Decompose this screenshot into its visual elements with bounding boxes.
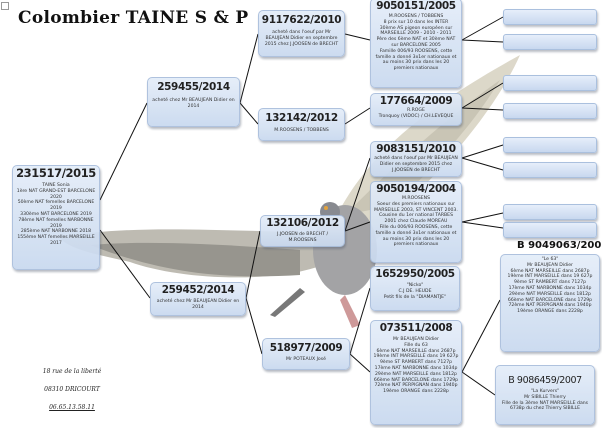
- info-line: 66ème NAT BARCELONE dans 1729p: [373, 377, 459, 383]
- info-line: 19ème ORANGE dans 2228p: [383, 389, 449, 395]
- info-line: acheté dans l'oeuf par Mr BEAUJEAN Didie…: [374, 156, 458, 173]
- info-line: TAINE Sonia: [42, 183, 70, 188]
- empty-ancestor-box[interactable]: [503, 204, 597, 220]
- ring-number: 259452/2014: [161, 284, 235, 296]
- info-line: 285ème NAT NARBONNE 2018: [20, 229, 92, 235]
- pigeon-card[interactable]: 1652950/2005 "Nicko" C.J DE. HEUDE Petit…: [370, 266, 460, 311]
- info-line: 30ème AS pigeon européen sur MARSEILLE 2…: [379, 25, 453, 37]
- info-line: Fille du 006/93 ROOSENS, cette famille a…: [375, 224, 457, 248]
- pedigree-connector-lines: [99, 16, 504, 396]
- info-line: Père des 6ème NAT et 30ème NAT sur BARCE…: [376, 37, 456, 48]
- ring-number: 9083151/2010: [376, 143, 456, 155]
- info-line: Petit fils de la "DIAMANTJE": [383, 294, 447, 300]
- pigeon-card[interactable]: 9050151/2005 M.ROOSENS / TOBBENS 8 prix …: [370, 0, 462, 88]
- info-line: "La Kurvers": [530, 389, 560, 394]
- info-line: 72ème NAT PERPIGNAN dans 1940p: [374, 383, 458, 389]
- info-line: Mr POTEAUX José: [286, 357, 326, 362]
- address-city: 08310 DRICOURT: [44, 386, 100, 393]
- empty-ancestor-box[interactable]: [503, 34, 597, 50]
- info-line: J.JOOSEN de BRECHT / M.ROOSENS: [276, 232, 329, 243]
- pigeon-card[interactable]: 073511/2008 Mr BEAUJEAN Didier Fille du …: [370, 320, 462, 425]
- info-line: Mr BEAUJEAN Didier: [527, 262, 573, 268]
- info-line: Tronquoy (VIDOC) / CH.LEVEQUE: [378, 113, 454, 119]
- ring-number: 9050151/2005: [376, 0, 456, 12]
- ring-number: 231517/2015: [16, 166, 96, 180]
- info-line: Cousine du 1er national TARBES 2001 chez…: [378, 213, 453, 225]
- pigeon-card[interactable]: 177664/2009 R.ROGE Tronquoy (VIDOC) / CH…: [370, 93, 462, 126]
- pigeon-card[interactable]: 9117622/2010 acheté dans l'oeuf par Mr B…: [258, 10, 345, 57]
- ring-number: 1652950/2005: [375, 268, 455, 280]
- pigeon-card[interactable]: 9050194/2004 M.ROOSENS Soeur des premier…: [370, 181, 462, 263]
- corner-marker: [1, 2, 9, 10]
- page-title: Colombier TAINE S & P: [18, 8, 249, 28]
- ring-number-heading: B 9049063/2003: [517, 240, 602, 251]
- empty-ancestor-box[interactable]: [503, 222, 597, 238]
- info-line: M.ROOSENS: [401, 196, 431, 201]
- info-line: Fille du 63: [404, 342, 428, 348]
- pigeon-card-sire[interactable]: 259455/2014 acheté chez Mr BEAUJEAN Didi…: [147, 77, 240, 127]
- info-line: Soeur des premiers nationaux sur MARSEIL…: [374, 201, 458, 213]
- pigeon-card[interactable]: 132142/2012 M.ROOSENS / TOBBENS: [258, 108, 345, 141]
- info-line: M.ROOSENS / TOBBENS: [388, 14, 444, 19]
- info-line: 19ème INT MARSEILLE dans 19 627p: [373, 354, 459, 360]
- ring-number: 132106/2012: [266, 217, 339, 229]
- info-line: Fille de la 3ème NAT MARSEILLE dans 6738…: [501, 400, 589, 412]
- info-line: 8 prix sur 10 dans les INTER: [383, 19, 449, 25]
- address-street: 18 rue de la liberté: [42, 368, 102, 375]
- info-line: Famille 006/93 ROOSENS, cette famille a …: [375, 48, 457, 72]
- pigeon-card[interactable]: 518977/2009 Mr POTEAUX José: [262, 338, 350, 370]
- info-line: 50ème NAT femelles BARCELONE 2019: [17, 200, 95, 212]
- info-line: 155ème NAT femelles MARSEILLE 2017: [17, 235, 95, 246]
- info-line: 17ème NAT NARBONNE dans 1034p: [508, 285, 592, 291]
- empty-ancestor-box[interactable]: [503, 75, 597, 91]
- info-line: "Nicko": [406, 283, 424, 288]
- info-line: acheté chez Mr BEAUJEAN Didier en 2014: [156, 299, 240, 310]
- empty-ancestor-box[interactable]: [503, 162, 597, 178]
- ring-number: 177664/2009: [379, 95, 453, 107]
- address-phone: 06.65.13.58.11: [49, 404, 95, 411]
- pigeon-card[interactable]: B 9086459/2007 "La Kurvers" Mr SIBILLE T…: [495, 365, 595, 425]
- info-line: 19ème ORANGE dans 2228p: [517, 309, 583, 315]
- info-line: Mr BEAUJEAN Didier: [393, 337, 439, 342]
- info-line: 78ème NAT femelles NARBONNE 2019: [18, 217, 94, 229]
- info-line: 29ème NAT MARSEILLE dans 1812p: [509, 291, 591, 297]
- pigeon-card-dam[interactable]: 259452/2014 acheté chez Mr BEAUJEAN Didi…: [150, 282, 246, 316]
- info-line: R.ROGE: [407, 108, 425, 113]
- info-line: 6ème NAT MARSEILLE dans 2687p: [376, 348, 456, 354]
- info-line: acheté dans l'oeuf par Mr BEAUJEAN Didie…: [264, 30, 339, 47]
- info-line: C.J DE. HEUDE: [398, 288, 432, 294]
- pigeon-card[interactable]: 9083151/2010 acheté dans l'oeuf par Mr B…: [370, 141, 462, 177]
- info-line: 72ème NAT PERPIGNAN dans 1940p: [508, 303, 592, 309]
- ring-number: 259455/2014: [157, 81, 230, 93]
- empty-ancestor-box[interactable]: [503, 103, 597, 119]
- ring-number: 9050194/2004: [376, 183, 456, 195]
- info-line: 17ème NAT NARBONNE dans 1034p: [374, 365, 458, 371]
- pigeon-card[interactable]: "Le 63" Mr BEAUJEAN Didier 6ème NAT MARS…: [500, 254, 600, 352]
- ring-number: 073511/2008: [379, 322, 453, 334]
- ring-number: 132142/2012: [265, 112, 338, 124]
- info-line: 6ème NAT MARSEILLE dans 2687p: [510, 268, 590, 274]
- ring-number: 9117622/2010: [261, 14, 342, 26]
- info-line: 19ème INT MARSEILLE dans 19 627p: [507, 274, 593, 280]
- info-line: Mr SIBILLE Thierry: [524, 394, 566, 400]
- info-line: 29ème NAT MARSEILLE dans 1812p: [375, 371, 457, 377]
- info-line: 9ème ST RAMBERT dans 7127p: [513, 280, 587, 286]
- pigeon-card-subject[interactable]: 231517/2015 TAINE Sonia 1ère NAT GRAND-E…: [12, 165, 100, 270]
- info-line: M.ROOSENS / TOBBENS: [274, 128, 329, 133]
- ring-number: B 9086459/2007: [508, 375, 582, 386]
- ring-number: 518977/2009: [269, 342, 343, 354]
- empty-ancestor-box[interactable]: [503, 137, 597, 153]
- info-line: 66ème NAT BARCELONE dans 1729p: [507, 297, 593, 303]
- info-line: "Le 63": [541, 257, 559, 262]
- empty-ancestor-box[interactable]: [503, 9, 597, 25]
- pigeon-card[interactable]: 132106/2012 J.JOOSEN de BRECHT / M.ROOSE…: [260, 215, 345, 247]
- info-line: 9ème ST RAMBERT dans 7127p: [379, 360, 453, 366]
- info-line: 1ère NAT GRAND-EST BARCELONE 2020: [16, 188, 96, 200]
- info-line: 330ème NAT BARCELONE 2019: [20, 211, 92, 217]
- info-line: acheté chez Mr BEAUJEAN Didier en 2014: [152, 98, 235, 109]
